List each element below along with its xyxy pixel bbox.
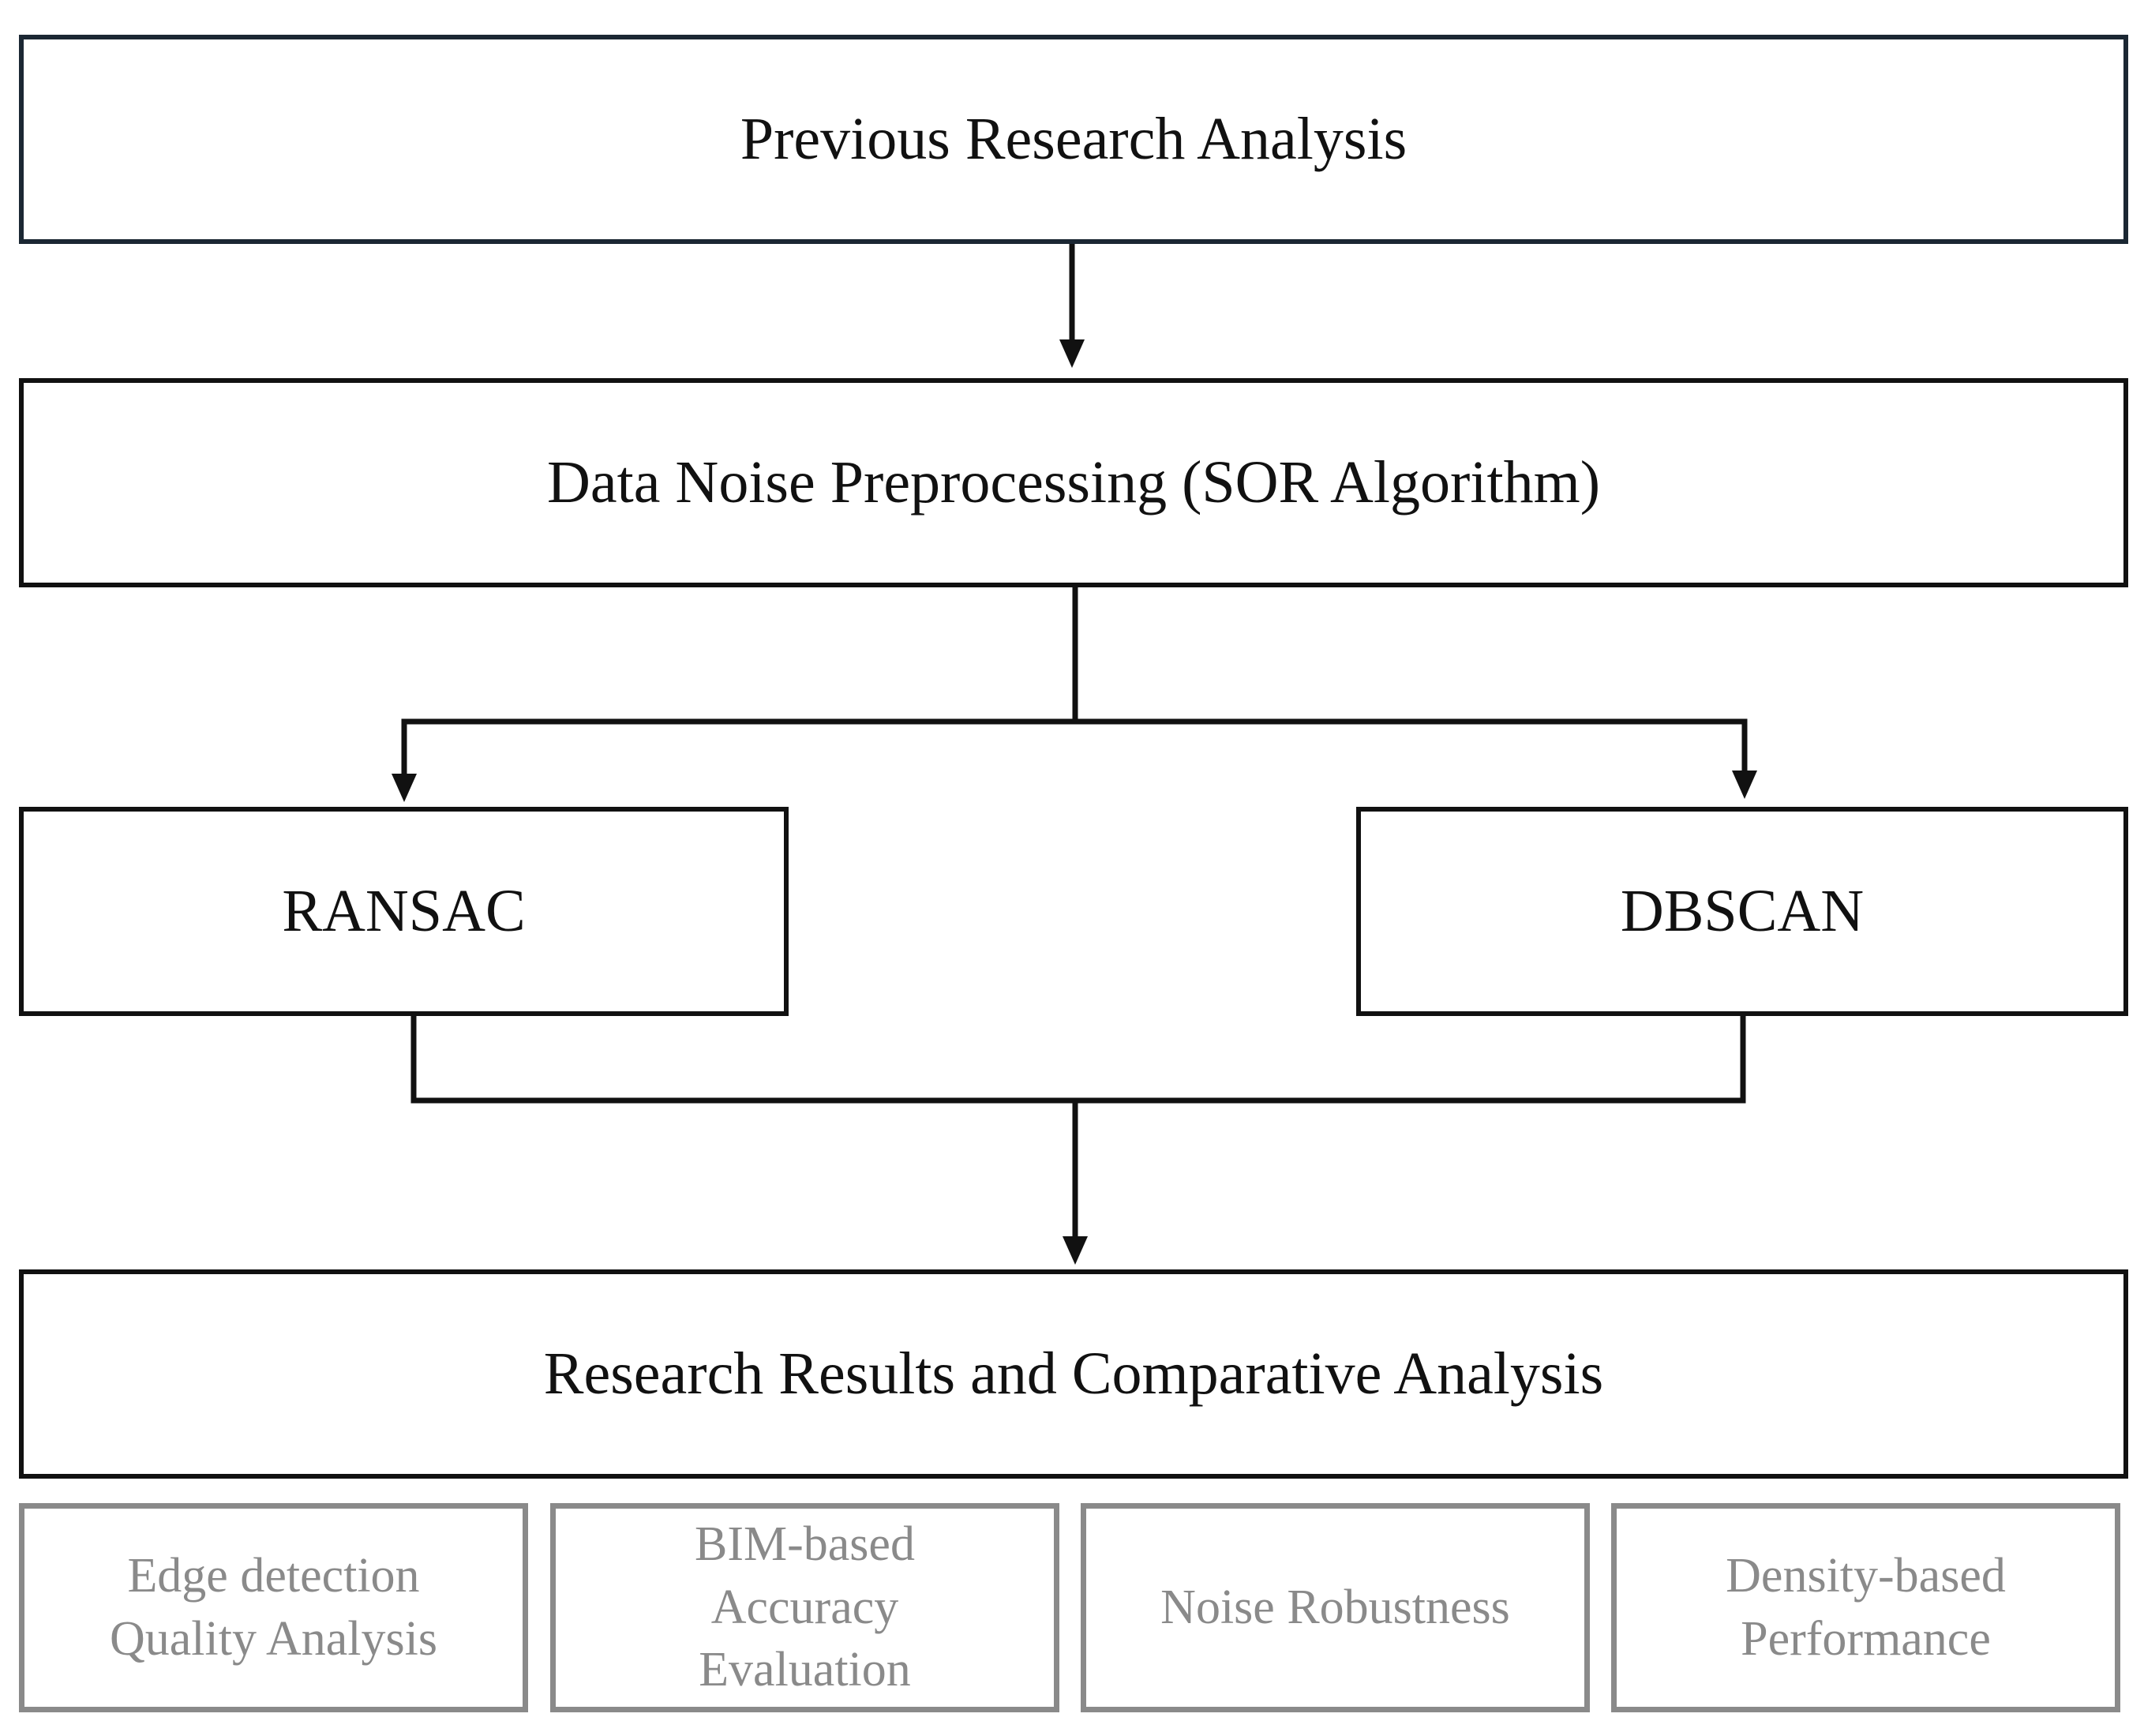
- criteria-label-edge-detection: Edge detection Quality Analysis: [109, 1549, 438, 1666]
- criteria-label-noise-robustness: Noise Robustness: [1160, 1580, 1510, 1634]
- arrowhead-dbscan: [1732, 771, 1757, 799]
- arrowhead-preprocessing: [1059, 339, 1085, 368]
- previous-research-label: Previous Research Analysis: [740, 106, 1407, 172]
- preprocessing-label: Data Noise Preprocessing (SOR Algorithm): [546, 449, 1601, 516]
- ransac-label: RANSAC: [282, 878, 526, 944]
- connector-split-to-dbscan: [1075, 718, 1748, 772]
- criteria-box-bim-accuracy: BIM-based Accuracy Evaluation: [550, 1503, 1059, 1712]
- connector-split-to-ransac: [401, 718, 1075, 775]
- dbscan-label: DBSCAN: [1620, 878, 1865, 944]
- criteria-box-noise-robustness: Noise Robustness: [1081, 1503, 1590, 1712]
- previous-research-box: Previous Research Analysis: [19, 35, 2128, 244]
- ransac-box: RANSAC: [19, 807, 789, 1016]
- dbscan-box: DBSCAN: [1356, 807, 2128, 1016]
- connector-merge: [410, 1013, 1746, 1104]
- results-box: Research Results and Comparative Analysi…: [19, 1269, 2128, 1479]
- arrowhead-results: [1063, 1236, 1088, 1265]
- criteria-label-density-performance: Density-based Performance: [1726, 1549, 2006, 1666]
- criteria-box-edge-detection: Edge detection Quality Analysis: [19, 1503, 528, 1712]
- criteria-label-bim-accuracy: BIM-based Accuracy Evaluation: [695, 1517, 915, 1697]
- preprocessing-box: Data Noise Preprocessing (SOR Algorithm): [19, 378, 2128, 587]
- arrowhead-ransac: [392, 774, 417, 802]
- results-label: Research Results and Comparative Analysi…: [543, 1340, 1604, 1407]
- criteria-box-density-performance: Density-based Performance: [1611, 1503, 2120, 1712]
